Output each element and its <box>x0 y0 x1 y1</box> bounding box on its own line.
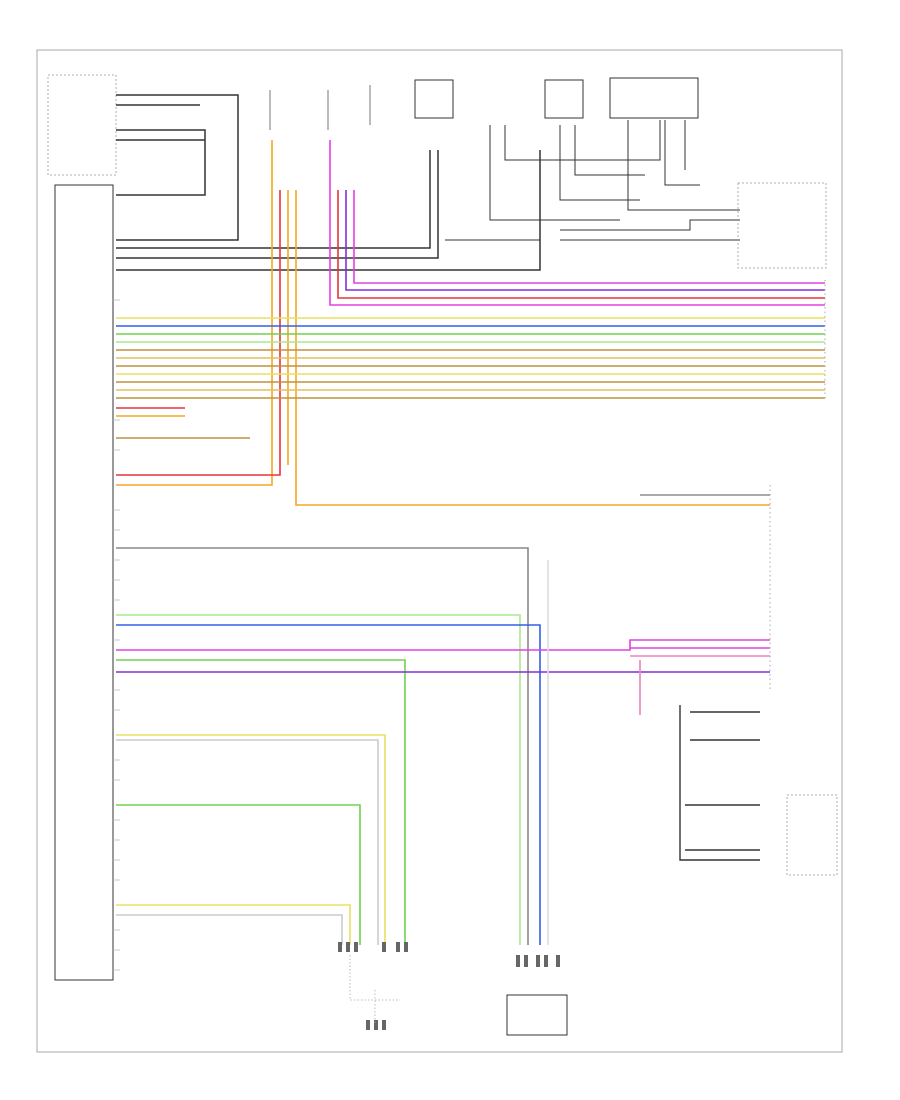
right-connector-column <box>769 280 826 690</box>
bottom-module-center <box>506 994 568 1036</box>
top-component-3 <box>609 77 699 119</box>
right-lower-component <box>786 794 838 876</box>
right-lower-harness <box>679 705 760 861</box>
bottom-connector-pins <box>338 942 560 1030</box>
bottom-junction-dashes <box>349 955 400 1025</box>
top-left-module-box <box>47 74 117 176</box>
fuse-feed-wires <box>116 140 825 506</box>
right-relay-box <box>737 182 827 269</box>
top-right-harness <box>445 120 740 241</box>
top-component-2 <box>544 79 584 119</box>
left-short-stubs <box>116 407 250 439</box>
main-module-pin-ticks <box>113 299 120 971</box>
main-module-box <box>54 184 114 981</box>
top-left-harness <box>116 94 541 271</box>
fuse-stubs <box>269 85 371 130</box>
top-component-1 <box>414 79 454 119</box>
horizontal-bus-wires <box>116 317 825 399</box>
lower-wires <box>116 547 770 945</box>
page-frame <box>36 49 843 1053</box>
